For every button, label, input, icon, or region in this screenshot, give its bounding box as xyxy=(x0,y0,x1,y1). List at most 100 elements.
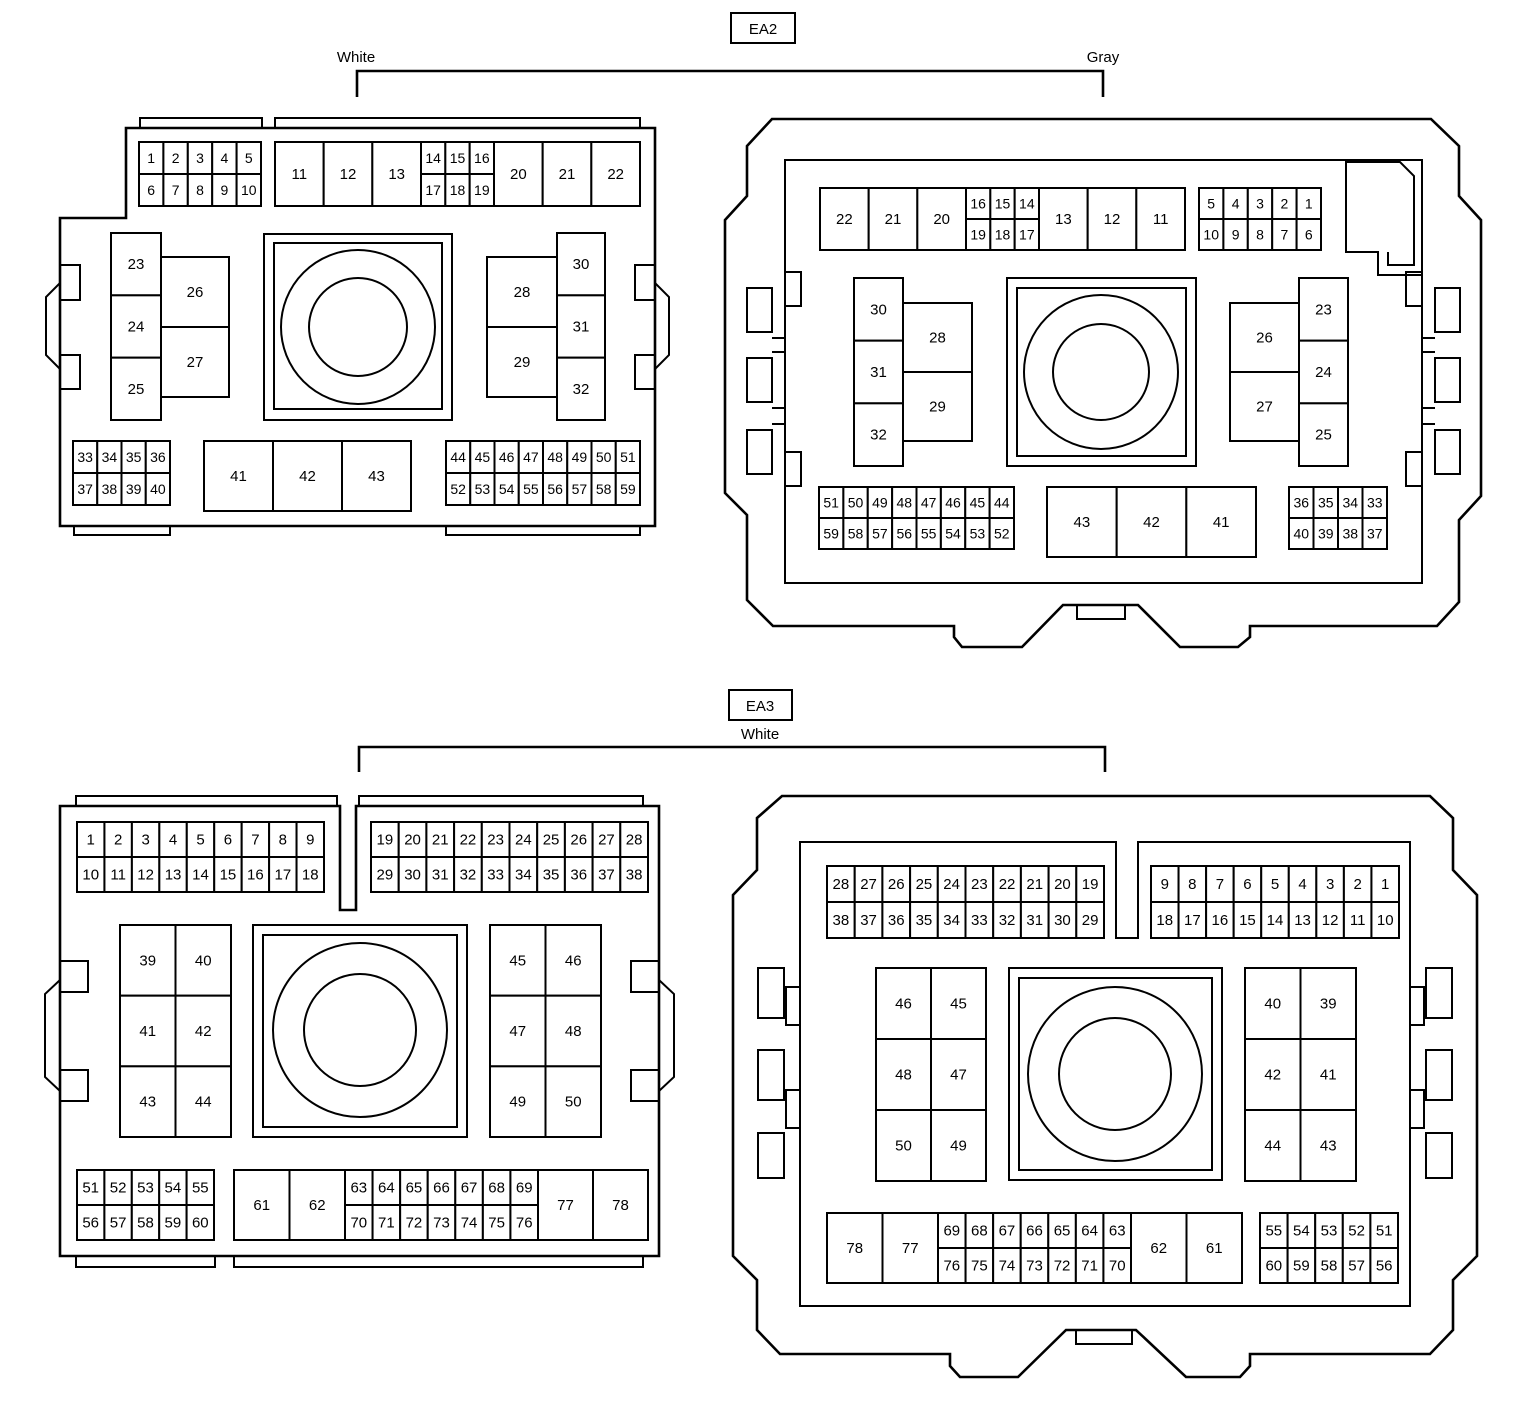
cavity-40 xyxy=(144,472,171,506)
ea3-right-center-outer xyxy=(1008,967,1223,1181)
cavity-label-26: 26 xyxy=(888,876,905,893)
cavity-label-28: 28 xyxy=(833,876,850,893)
cavity-label-6: 6 xyxy=(1305,227,1313,243)
cavity-label-70: 70 xyxy=(350,1215,367,1232)
ea3-right-center-hole xyxy=(1058,1017,1172,1131)
cavity-13 xyxy=(158,856,188,893)
cavity-77 xyxy=(881,1212,939,1284)
ea2-right-latch-6 xyxy=(1434,429,1461,475)
cavity-label-36: 36 xyxy=(570,867,587,884)
ea2-left-side-lip xyxy=(45,282,61,370)
cavity-11 xyxy=(274,141,325,207)
cavity-29 xyxy=(1075,901,1106,939)
ea3-id: EA3 xyxy=(746,698,774,715)
cavity-12 xyxy=(130,856,161,893)
cavity-50 xyxy=(544,1065,602,1139)
cavity-44 xyxy=(445,440,472,474)
cavity-17 xyxy=(1013,218,1041,251)
ea2-right-housing xyxy=(723,117,1483,649)
ea3-right-center-ring xyxy=(1027,986,1203,1162)
cavity-59 xyxy=(158,1204,188,1241)
ea3-left-center-hole xyxy=(303,973,417,1087)
cavity-43 xyxy=(119,1065,177,1139)
cavity-21 xyxy=(1019,865,1050,903)
cavity-40 xyxy=(1288,517,1315,550)
cavity-label-41: 41 xyxy=(139,1023,156,1040)
cavity-label-65: 65 xyxy=(1054,1223,1071,1240)
cavity-label-25: 25 xyxy=(543,832,560,849)
cavity-37 xyxy=(72,472,99,506)
cavity-56 xyxy=(542,472,569,506)
cavity-label-29: 29 xyxy=(1082,912,1099,929)
cavity-label-8: 8 xyxy=(1256,227,1264,243)
ea2-right-latch-3 xyxy=(746,429,773,475)
cavity-14 xyxy=(1260,901,1290,939)
cavity-label-30: 30 xyxy=(573,256,590,273)
ea3-right-center-inner xyxy=(1018,977,1213,1171)
cavity-label-57: 57 xyxy=(572,481,588,497)
cavity-label-52: 52 xyxy=(1348,1223,1365,1240)
cavity-label-43: 43 xyxy=(1320,1138,1337,1155)
cavity-label-15: 15 xyxy=(1239,912,1256,929)
cavity-label-24: 24 xyxy=(1315,364,1332,381)
cavity-49 xyxy=(489,1065,547,1139)
cavity-label-6: 6 xyxy=(1243,876,1251,893)
cavity-44 xyxy=(988,486,1015,519)
cavity-16 xyxy=(1205,901,1235,939)
cavity-41 xyxy=(1299,1038,1357,1111)
cavity-42 xyxy=(272,440,343,512)
cavity-17 xyxy=(268,856,298,893)
cavity-6 xyxy=(1232,865,1263,903)
cavity-77 xyxy=(537,1169,594,1241)
cavity-label-46: 46 xyxy=(895,996,912,1013)
cavity-label-45: 45 xyxy=(970,495,986,511)
cavity-label-52: 52 xyxy=(110,1180,127,1197)
cavity-label-38: 38 xyxy=(1342,526,1358,542)
cavity-label-58: 58 xyxy=(1321,1258,1338,1275)
cavity-label-57: 57 xyxy=(1348,1258,1365,1275)
cavity-10 xyxy=(1370,901,1401,939)
cavity-label-52: 52 xyxy=(994,526,1010,542)
cavity-label-47: 47 xyxy=(950,1067,967,1084)
cavity-label-42: 42 xyxy=(1264,1067,1281,1084)
cavity-label-20: 20 xyxy=(404,832,421,849)
cavity-58 xyxy=(590,472,617,506)
cavity-label-11: 11 xyxy=(110,867,126,884)
ea2-right-latch-5 xyxy=(1434,357,1461,403)
cavity-label-16: 16 xyxy=(247,867,264,884)
cavity-label-21: 21 xyxy=(432,832,449,849)
cavity-label-36: 36 xyxy=(150,449,166,465)
cavity-label-42: 42 xyxy=(195,1023,212,1040)
cavity-39 xyxy=(1299,967,1357,1040)
cavity-label-76: 76 xyxy=(516,1215,533,1232)
cavity-60 xyxy=(1259,1247,1289,1284)
cavity-label-11: 11 xyxy=(1153,211,1169,228)
cavity-76 xyxy=(509,1204,539,1241)
cavity-label-45: 45 xyxy=(475,449,491,465)
cavity-label-67: 67 xyxy=(999,1223,1016,1240)
cavity-13 xyxy=(371,141,423,207)
cavity-label-43: 43 xyxy=(368,468,385,485)
cavity-57 xyxy=(1341,1247,1372,1284)
cavity-label-70: 70 xyxy=(1109,1258,1126,1275)
cavity-label-66: 66 xyxy=(433,1180,450,1197)
cavity-57 xyxy=(103,1204,133,1241)
ea2-right-key-block xyxy=(1346,161,1415,266)
cavity-label-59: 59 xyxy=(1293,1258,1310,1275)
cavity-label-49: 49 xyxy=(509,1094,526,1111)
ea2-left-top-tab-a xyxy=(139,117,263,128)
cavity-label-72: 72 xyxy=(1054,1258,1071,1275)
cavity-label-44: 44 xyxy=(994,495,1010,511)
cavity-label-53: 53 xyxy=(1321,1223,1338,1240)
cavity-label-5: 5 xyxy=(1271,876,1279,893)
cavity-label-46: 46 xyxy=(565,952,582,969)
cavity-label-17: 17 xyxy=(274,867,291,884)
cavity-label-38: 38 xyxy=(626,867,643,884)
cavity-27 xyxy=(160,326,230,398)
cavity-25 xyxy=(1298,402,1349,468)
cavity-62 xyxy=(1130,1212,1188,1284)
cavity-label-20: 20 xyxy=(933,211,950,228)
cavity-label-39: 39 xyxy=(126,481,142,497)
